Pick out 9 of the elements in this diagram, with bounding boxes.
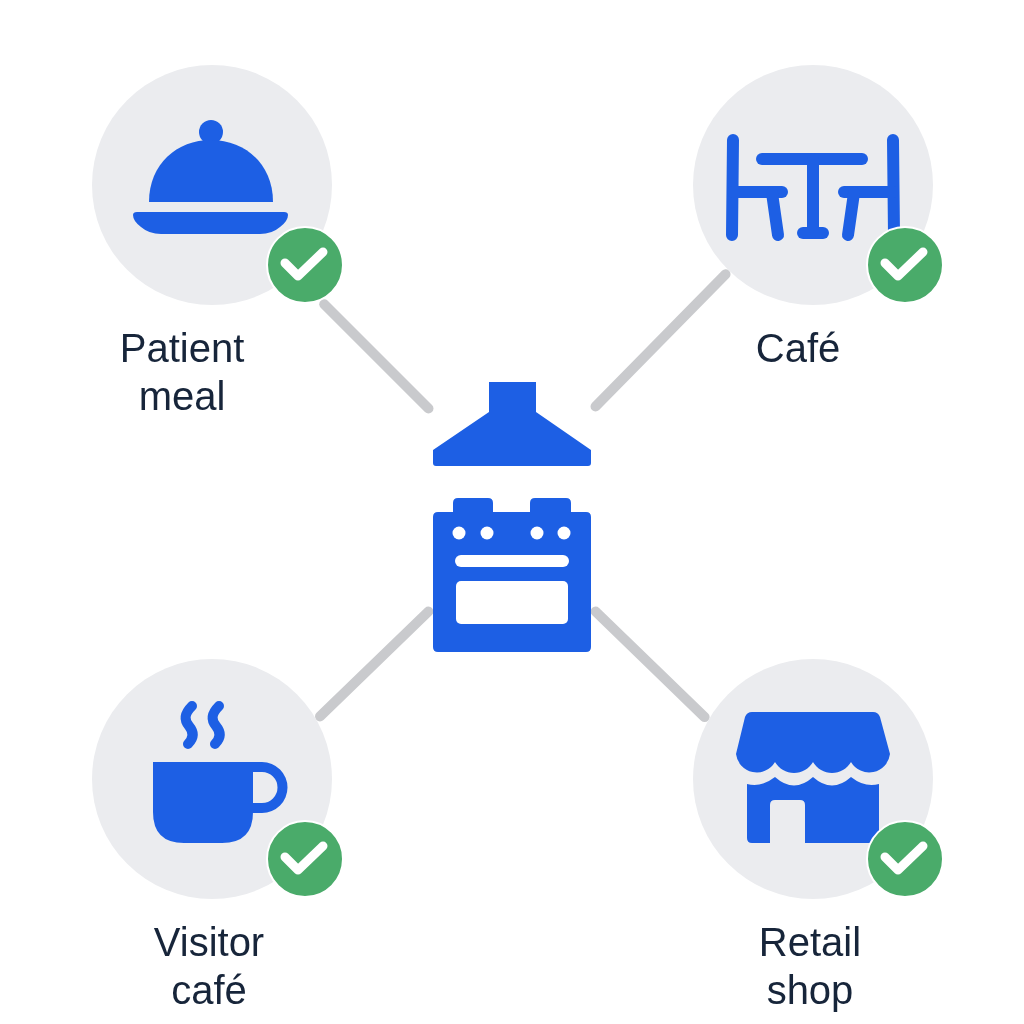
category-label: Patient meal bbox=[118, 325, 246, 420]
category-label: Visitor café bbox=[152, 919, 266, 1014]
connector-line bbox=[590, 606, 710, 723]
range-hood-and-stove-icon bbox=[432, 380, 592, 654]
connector-line bbox=[315, 606, 434, 722]
category-label: Café bbox=[754, 325, 842, 372]
category-label: Retail shop bbox=[757, 919, 863, 1014]
connector-line bbox=[590, 269, 731, 412]
connector-line bbox=[319, 299, 434, 414]
